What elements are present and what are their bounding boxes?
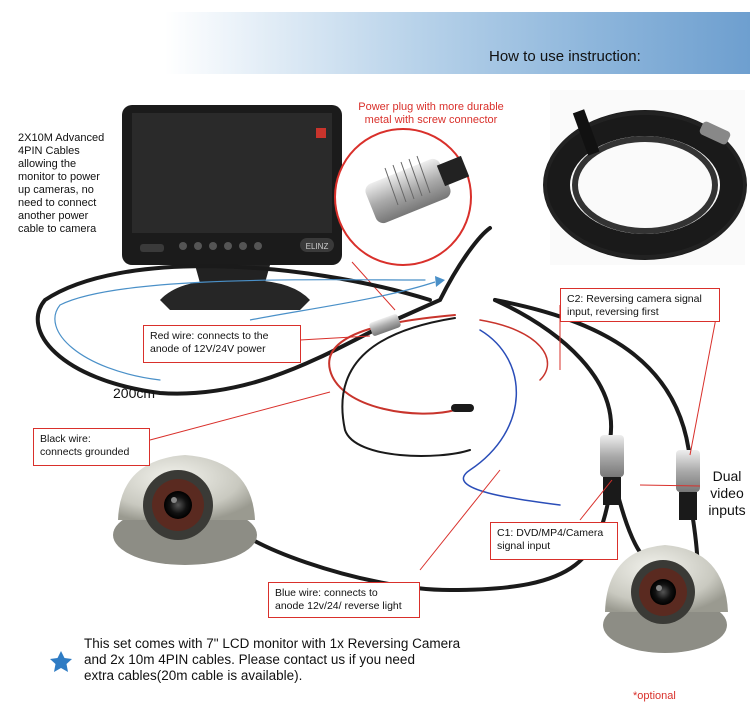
dual-video-inputs-label: Dual video inputs (708, 468, 746, 518)
header-banner: How to use instruction: (0, 12, 750, 74)
c2-callout: C2: Reversing camera signal input, rever… (560, 288, 720, 322)
lcd-monitor: ELINZ (122, 105, 342, 310)
cables-info-text: 2X10M Advanced 4PIN Cables allowing the … (18, 132, 105, 235)
optional-label: *optional (633, 690, 676, 702)
package-note: This set comes with 7" LCD monitor with … (84, 636, 461, 683)
power-plug-caption: Power plug with more durable metal with … (358, 101, 504, 126)
black-wire-callout: Black wire: connects grounded (33, 428, 150, 466)
callout-lines (149, 305, 717, 571)
dome-camera-left (113, 455, 257, 565)
rca-connectors (369, 314, 700, 520)
blue-wire-callout: Blue wire: connects to anode 12v/24/ rev… (268, 582, 420, 618)
c1-callout: C1: DVD/MP4/Camera signal input (490, 522, 618, 560)
monitor-brand-logo: ELINZ (306, 242, 329, 251)
dome-camera-right (603, 545, 728, 653)
length-indicator: 200cm (113, 276, 445, 401)
cable-coil-photo (543, 90, 747, 265)
star-icon (50, 651, 72, 672)
red-wire-callout: Red wire: connects to the anode of 12V/2… (143, 325, 301, 363)
length-label: 200cm (113, 385, 155, 401)
page-title: How to use instruction: (489, 48, 641, 65)
